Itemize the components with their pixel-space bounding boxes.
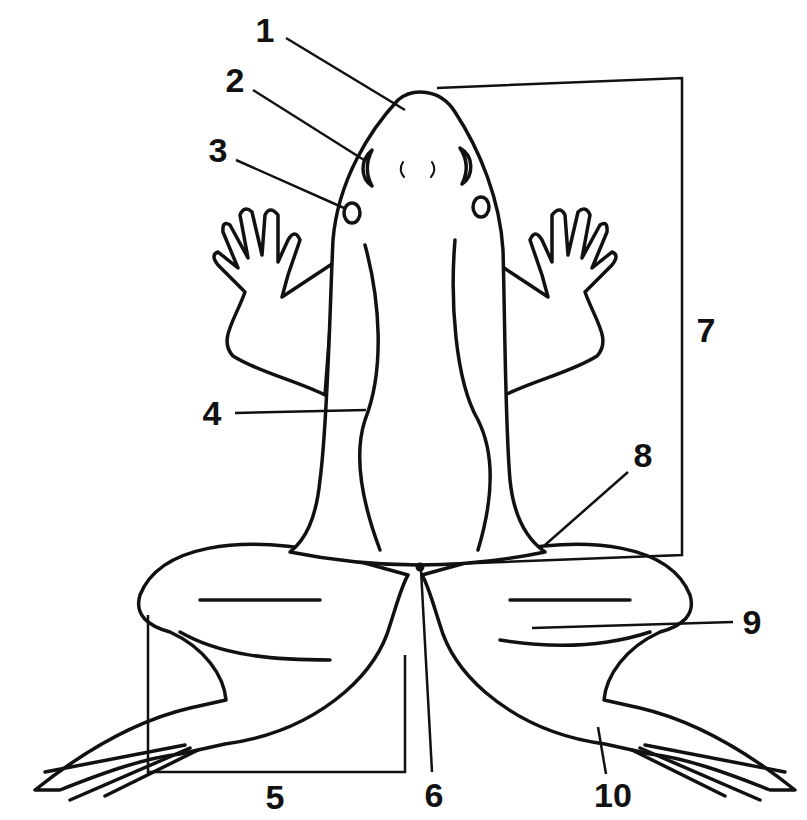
fore-limb [495, 209, 616, 395]
hind-leg [35, 544, 408, 800]
eye [363, 150, 372, 186]
callout-number: 2 [226, 63, 245, 97]
callout-number: 3 [209, 133, 228, 167]
tympanum [344, 203, 360, 223]
leader-lines [235, 38, 733, 774]
callout-number: 7 [697, 313, 716, 347]
body-line [360, 245, 380, 550]
callout-number: 9 [743, 605, 762, 639]
callout-number: 4 [203, 396, 222, 430]
callout-number: 1 [256, 13, 275, 47]
callout-number: 5 [266, 780, 285, 814]
callout-number: 6 [425, 778, 444, 812]
eye [460, 148, 471, 184]
frog-body [290, 92, 545, 565]
callout-number: 10 [594, 778, 632, 812]
nostril [431, 162, 434, 177]
fore-limb [214, 209, 335, 395]
callout-number: 8 [634, 438, 653, 472]
body-line [453, 240, 490, 550]
hind-leg [422, 544, 795, 800]
tympanum [473, 197, 489, 217]
nostril [401, 162, 404, 177]
bracket [148, 78, 682, 772]
